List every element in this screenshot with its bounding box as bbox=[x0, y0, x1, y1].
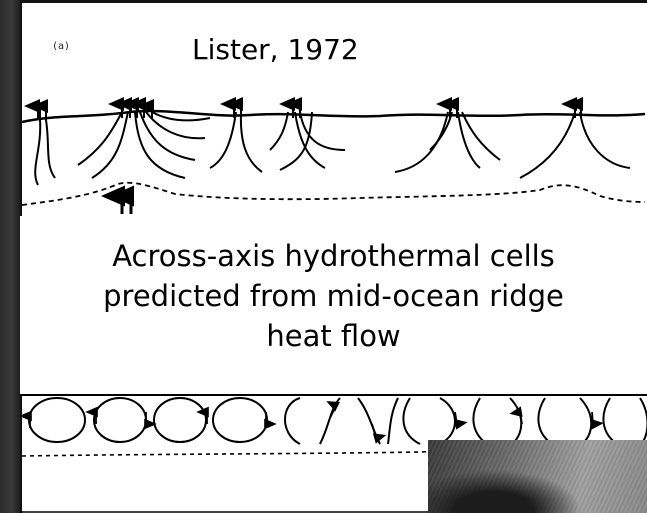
convection-cell bbox=[154, 398, 206, 442]
flow-arrow bbox=[372, 424, 376, 438]
cell-flowline bbox=[92, 112, 128, 178]
cell-flowline bbox=[210, 112, 236, 168]
cell-flowline bbox=[395, 112, 448, 172]
caption-line-1: Across-axis hydrothermal cells bbox=[20, 236, 647, 276]
cell-flowline bbox=[458, 112, 480, 168]
cell-flowline bbox=[270, 112, 288, 150]
cell-flowline bbox=[462, 112, 500, 160]
convection-cell bbox=[285, 398, 340, 444]
caption-line-3: heat flow bbox=[20, 316, 647, 356]
convection-cell bbox=[603, 398, 647, 446]
cell-flowline bbox=[520, 112, 575, 178]
hydrothermal-cell-diagram-top bbox=[0, 0, 647, 216]
convection-cell bbox=[538, 398, 591, 446]
convection-cell bbox=[94, 398, 146, 442]
convection-cell bbox=[473, 398, 521, 446]
cell-flowline bbox=[241, 112, 262, 172]
cell-flowline bbox=[295, 112, 325, 168]
cell-flowline bbox=[430, 112, 452, 150]
convection-cell bbox=[29, 398, 85, 442]
figure-caption: Across-axis hydrothermal cells predicted… bbox=[20, 236, 647, 356]
cell-flowline bbox=[78, 112, 122, 165]
caption-line-2: predicted from mid-ocean ridge bbox=[20, 276, 647, 316]
convection-cell bbox=[358, 398, 398, 444]
flow-arrow bbox=[592, 412, 593, 424]
convection-cell bbox=[403, 398, 455, 444]
convection-cell bbox=[213, 398, 267, 442]
cell-flowline bbox=[580, 112, 630, 168]
cell-flowline bbox=[140, 112, 195, 160]
caption-area: Across-axis hydrothermal cells predicted… bbox=[20, 216, 647, 394]
cell-flowline bbox=[146, 112, 205, 138]
seafloor-line bbox=[22, 111, 645, 122]
seafloor-photo-inset bbox=[428, 440, 647, 513]
cracking-front-dashed bbox=[22, 183, 645, 205]
